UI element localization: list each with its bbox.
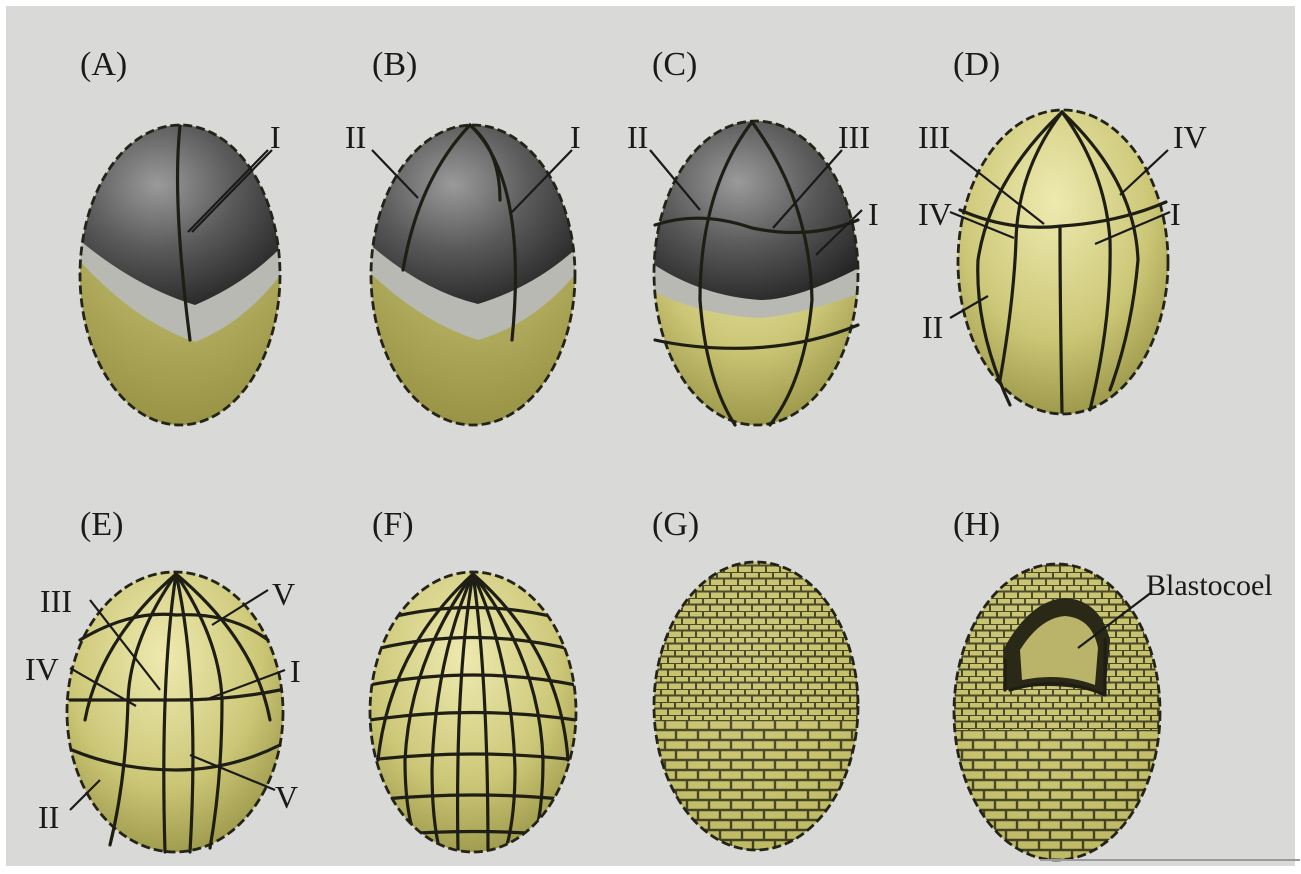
- panel-h-caption: (H): [953, 506, 1000, 543]
- label-e-furrow-ii: II: [38, 799, 59, 835]
- label-b-furrow-ii: II: [345, 119, 366, 155]
- panel-g-caption: (G): [652, 506, 699, 543]
- label-b-furrow-i: I: [570, 119, 581, 155]
- label-e-furrow-iii: III: [40, 583, 72, 619]
- label-h-blastocoel: Blastocoel: [1146, 569, 1273, 602]
- label-d-furrow-iv-left: IV: [918, 196, 952, 232]
- label-d-furrow-i: I: [1170, 196, 1181, 232]
- label-c-furrow-i: I: [868, 196, 879, 232]
- embryo-g-blastula: [650, 560, 870, 860]
- panel-e-caption: (E): [80, 506, 123, 543]
- panel-c-caption: (C): [652, 46, 697, 83]
- label-e-furrow-v-bottom: V: [275, 779, 298, 815]
- panel-b-caption: (B): [372, 46, 417, 83]
- label-a-furrow-i: I: [270, 119, 281, 155]
- embryo-e-thirty-two-cell: [65, 570, 285, 860]
- label-e-furrow-iv: IV: [25, 651, 59, 687]
- label-c-furrow-iii: III: [838, 119, 870, 155]
- label-d-furrow-iv-top: IV: [1173, 119, 1207, 155]
- panel-a-caption: (A): [80, 46, 127, 83]
- label-e-furrow-v-top: V: [272, 576, 295, 612]
- embryo-b-four-cell: [365, 120, 585, 430]
- embryo-c-eight-cell: [650, 118, 870, 428]
- embryo-f-morula: [365, 570, 585, 860]
- embryo-h-blastula-cutaway: [950, 560, 1300, 870]
- label-d-furrow-iii: III: [918, 119, 950, 155]
- panel-d-caption: (D): [953, 46, 1000, 83]
- panel-f-caption: (F): [372, 506, 414, 543]
- label-c-furrow-ii: II: [627, 119, 648, 155]
- label-d-furrow-ii: II: [922, 309, 943, 345]
- label-e-furrow-i: I: [290, 653, 301, 689]
- embryo-d-sixteen-cell: [955, 108, 1175, 418]
